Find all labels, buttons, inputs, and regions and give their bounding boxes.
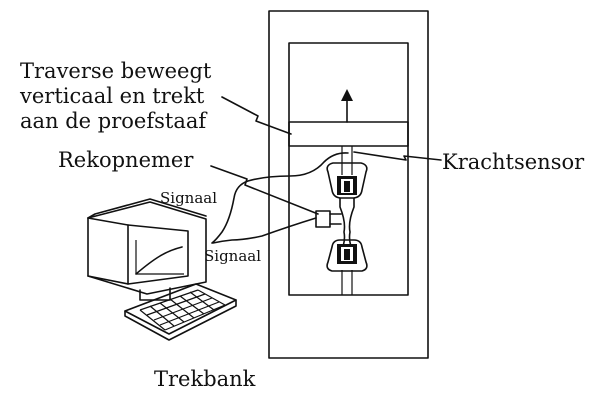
traverse-label-line1: Traverse beweegt [20,59,212,83]
up-arrow-icon [341,89,353,123]
signal-cables [211,152,349,244]
outer-frame [268,10,429,359]
traverse-label-line3: aan de proefstaaf [20,109,208,133]
leader-lines [210,96,442,215]
upper-grip [326,162,368,199]
rekopnemer-label: Rekopnemer [58,148,194,172]
inner-frame [288,42,409,296]
signaal-bottom-label: Signaal [204,247,261,265]
trekbank-frame [268,10,429,359]
traverse-label-line2: verticaal en trekt [19,84,205,108]
keyboard-icon [124,283,237,341]
signaal-top-label: Signaal [160,189,217,207]
trekbank-label: Trekbank [154,367,256,391]
rekopnemer-device [315,210,342,228]
krachtsensor-label: Krachtsensor [442,150,585,174]
crosshead [288,121,409,147]
lower-grip [326,239,368,272]
computer-monitor-icon [87,198,207,301]
